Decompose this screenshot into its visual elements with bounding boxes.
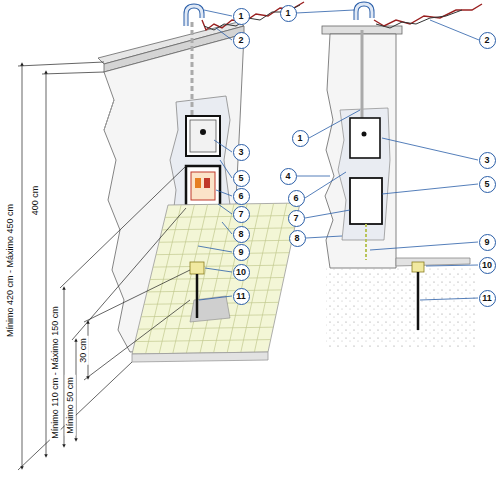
dimension-label: Mínimo 50 cm <box>64 375 75 436</box>
leader-lines <box>198 10 232 300</box>
callout-number: 7 <box>288 210 305 227</box>
callout-number: 6 <box>288 190 305 207</box>
meter-box <box>186 116 220 156</box>
ground-section <box>326 258 476 348</box>
leader-lines <box>296 10 479 300</box>
dimension-label: 30 cm <box>77 336 88 365</box>
callout-number: 5 <box>233 170 250 187</box>
callout-number: 11 <box>233 288 250 305</box>
sidewalk <box>132 203 300 362</box>
callout-number: 8 <box>289 230 306 247</box>
callout-number: 5 <box>479 176 496 193</box>
callout-number: 11 <box>479 290 496 307</box>
callout-number: 3 <box>479 152 496 169</box>
callout-number: 1 <box>233 8 250 25</box>
callout-number: 10 <box>233 264 250 281</box>
callout-number: 1 <box>280 5 297 22</box>
callout-number: 10 <box>479 257 496 274</box>
column-section <box>322 4 482 268</box>
dimension-label: Mínimo 420 cm - Máximo 450 cm <box>6 201 17 338</box>
dimension-lines <box>18 62 190 470</box>
mast-pipe <box>186 2 304 116</box>
callout-number: 7 <box>233 206 250 223</box>
callout-number: 9 <box>233 244 250 261</box>
dimension-label: Mínimo 110 cm - Máximo 150 cm <box>50 304 61 440</box>
callout-number: 4 <box>280 168 297 185</box>
callout-number: 6 <box>233 188 250 205</box>
callout-number: 1 <box>292 130 309 147</box>
callout-number: 8 <box>233 226 250 243</box>
callout-number: 3 <box>233 144 250 161</box>
dimension-label: 400 cm <box>30 183 41 217</box>
breaker-box <box>186 166 220 206</box>
callout-number: 2 <box>479 32 496 49</box>
callout-number: 9 <box>479 234 496 251</box>
callout-number: 2 <box>233 32 250 49</box>
